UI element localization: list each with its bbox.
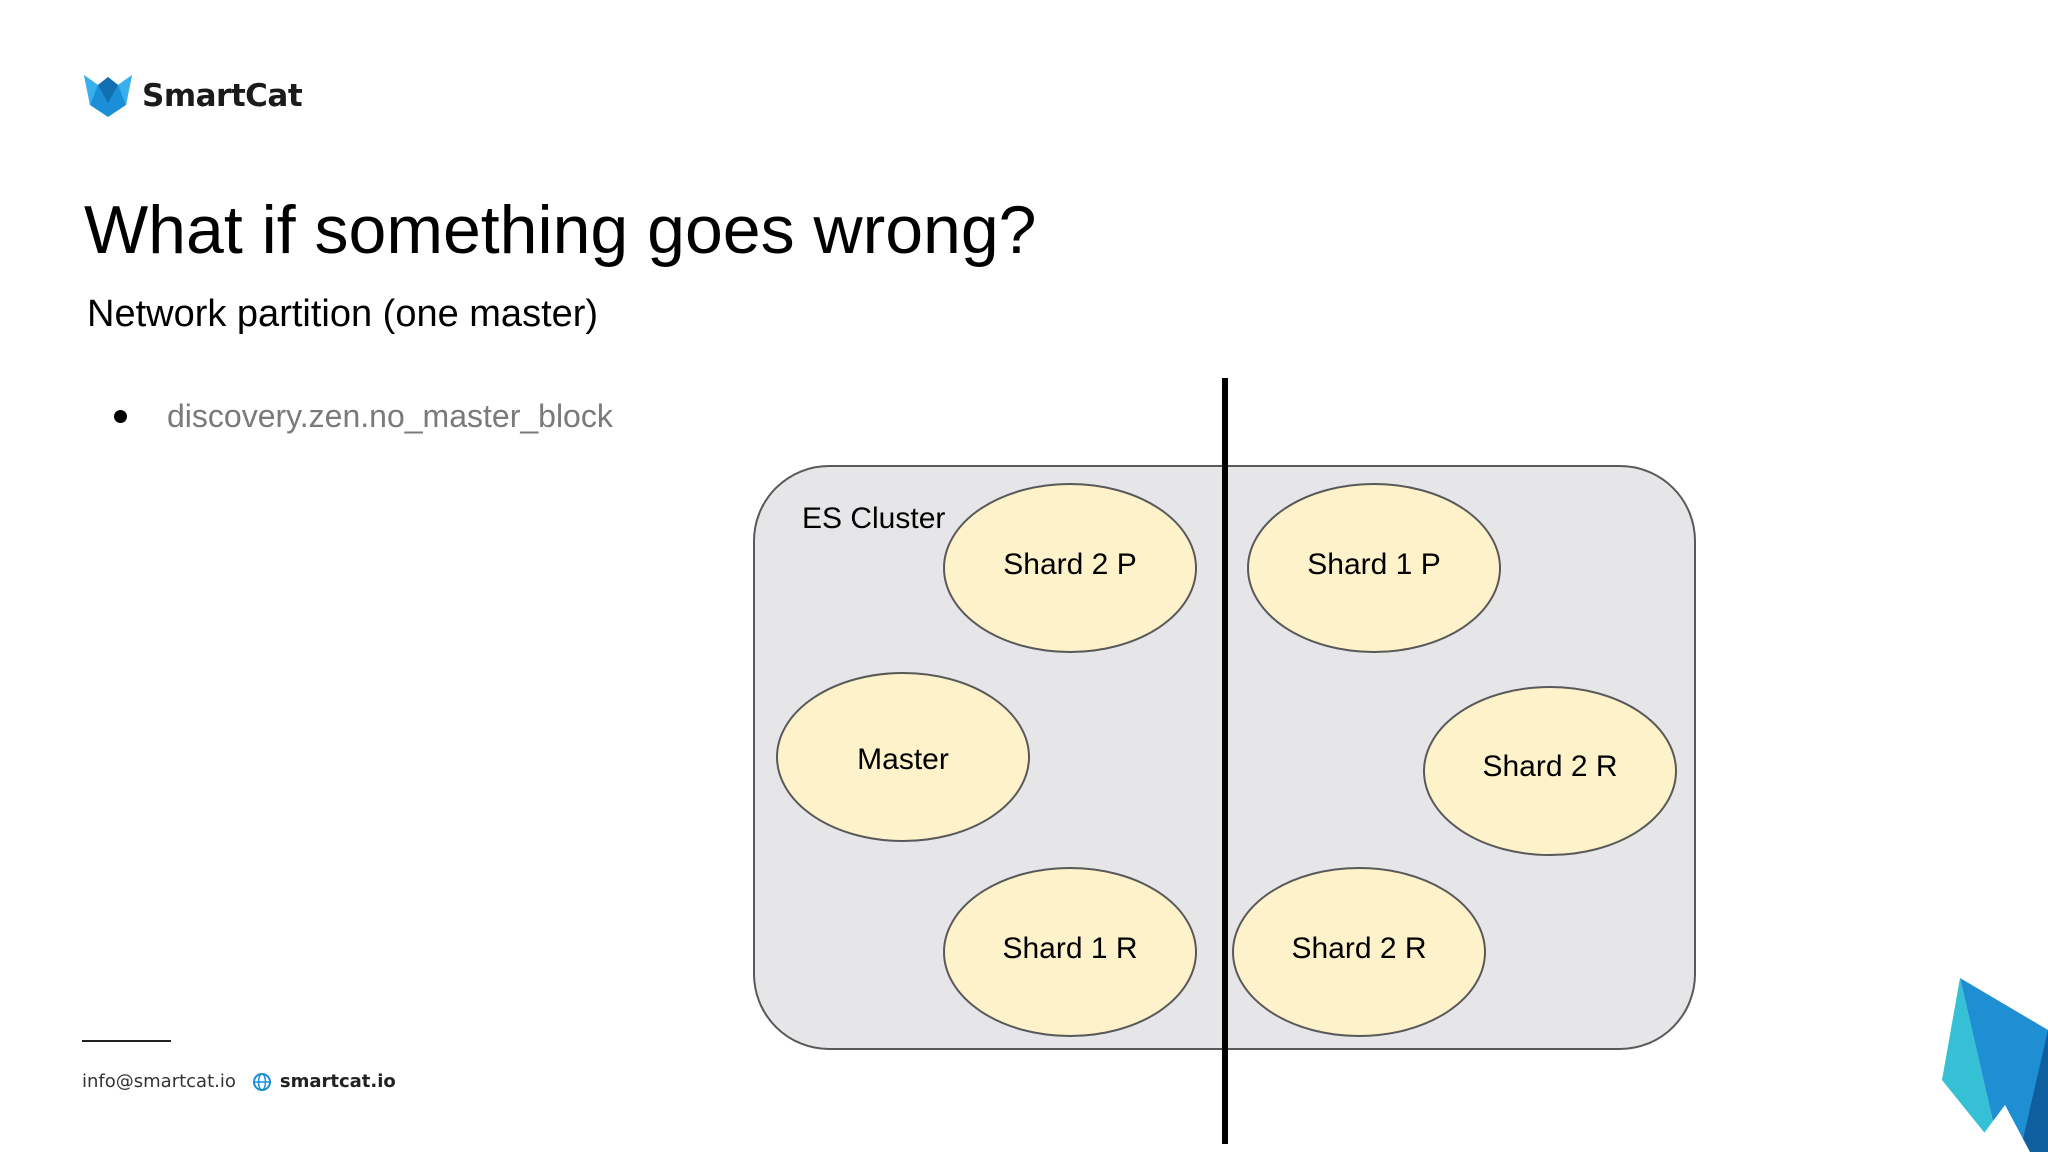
slide-subtitle: Network partition (one master) xyxy=(87,293,599,335)
node-label: Shard 1 R xyxy=(1002,932,1137,965)
cluster-label: ES Cluster xyxy=(802,502,945,535)
node-shard-2-p: Shard 2 P xyxy=(943,483,1197,653)
bullet-list: discovery.zen.no_master_block xyxy=(110,398,613,435)
brand-name: SmartCat xyxy=(142,78,303,114)
node-label: Shard 2 R xyxy=(1291,932,1426,965)
node-shard-2-r-second: Shard 2 R xyxy=(1232,867,1486,1037)
node-label: Shard 1 P xyxy=(1307,548,1440,581)
node-label: Shard 2 P xyxy=(1003,548,1136,581)
globe-icon xyxy=(252,1072,271,1091)
footer-divider xyxy=(82,1040,171,1042)
corner-triangles-decoration xyxy=(1942,978,2048,1152)
footer: info@smartcat.io smartcat.io xyxy=(82,1071,396,1092)
footer-email[interactable]: info@smartcat.io xyxy=(82,1071,236,1092)
node-shard-1-r: Shard 1 R xyxy=(943,867,1197,1037)
smartcat-logo: SmartCat xyxy=(82,72,303,120)
footer-website[interactable]: smartcat.io xyxy=(279,1071,396,1092)
bullet-text: discovery.zen.no_master_block xyxy=(167,398,613,434)
node-label: Master xyxy=(857,743,949,776)
node-label: Shard 2 R xyxy=(1482,750,1617,783)
bullet-item: discovery.zen.no_master_block xyxy=(110,398,613,435)
node-shard-2-r: Shard 2 R xyxy=(1423,686,1677,856)
bullet-dot-icon xyxy=(114,410,127,423)
cat-head-logo-icon xyxy=(84,75,132,117)
node-shard-1-p: Shard 1 P xyxy=(1247,483,1501,653)
slide-title: What if something goes wrong? xyxy=(84,192,1037,268)
node-master: Master xyxy=(776,672,1030,842)
